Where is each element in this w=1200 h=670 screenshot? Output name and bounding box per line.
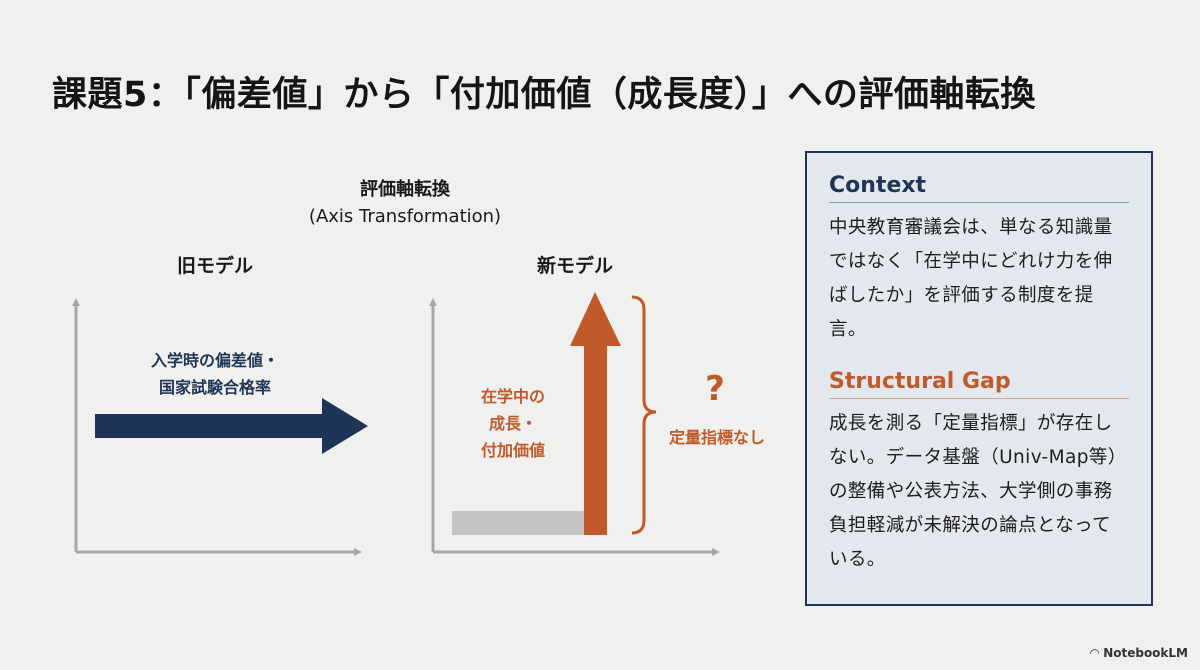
- notebooklm-brand: ◠ NotebookLM: [1090, 646, 1188, 660]
- new-model-arrow-text-line1: 在学中の: [481, 387, 545, 406]
- notebooklm-logo-icon: ◠: [1089, 646, 1100, 660]
- context-body: 中央教育審議会は、単なる知識量ではなく「在学中にどれけ力を伸ばしたか」を評価する…: [829, 217, 1113, 340]
- old-model-arrow-text-line1: 入学時の偏差値・: [151, 351, 279, 370]
- old-model-arrow-text-line2: 国家試験合格率: [159, 378, 271, 397]
- question-mark: ?: [705, 369, 725, 409]
- gap-label: 定量指標なし: [668, 428, 765, 447]
- old-model-label: 旧モデル: [177, 254, 253, 277]
- structural-gap-body: 成長を測る「定量指標」が存在しない。データ基盤（Univ-Map等）の整備や公表…: [829, 413, 1127, 570]
- new-model-axes: [429, 298, 720, 556]
- new-model-label: 新モデル: [537, 254, 613, 277]
- brand-label: NotebookLM: [1103, 646, 1188, 660]
- new-model-vertical-arrow: [570, 292, 621, 535]
- page-title: 課題5：「偏差値」から「付加価値（成長度）」への評価軸転換: [52, 75, 1036, 115]
- structural-gap-heading: Structural Gap: [829, 369, 1129, 399]
- new-model-arrow-text-line3: 付加価値: [481, 441, 545, 460]
- old-model-horizontal-arrow: [95, 398, 368, 454]
- curly-brace: [631, 295, 657, 535]
- baseline-bar: [452, 511, 584, 535]
- center-label: 評価軸転換: [360, 178, 451, 200]
- context-heading: Context: [829, 173, 1129, 203]
- info-panel: Context 中央教育審議会は、単なる知識量ではなく「在学中にどれけ力を伸ばし…: [805, 151, 1153, 606]
- old-model-axes: [72, 298, 362, 556]
- new-model-arrow-text-line2: 成長・: [489, 414, 537, 433]
- center-sublabel: (Axis Transformation): [309, 206, 501, 227]
